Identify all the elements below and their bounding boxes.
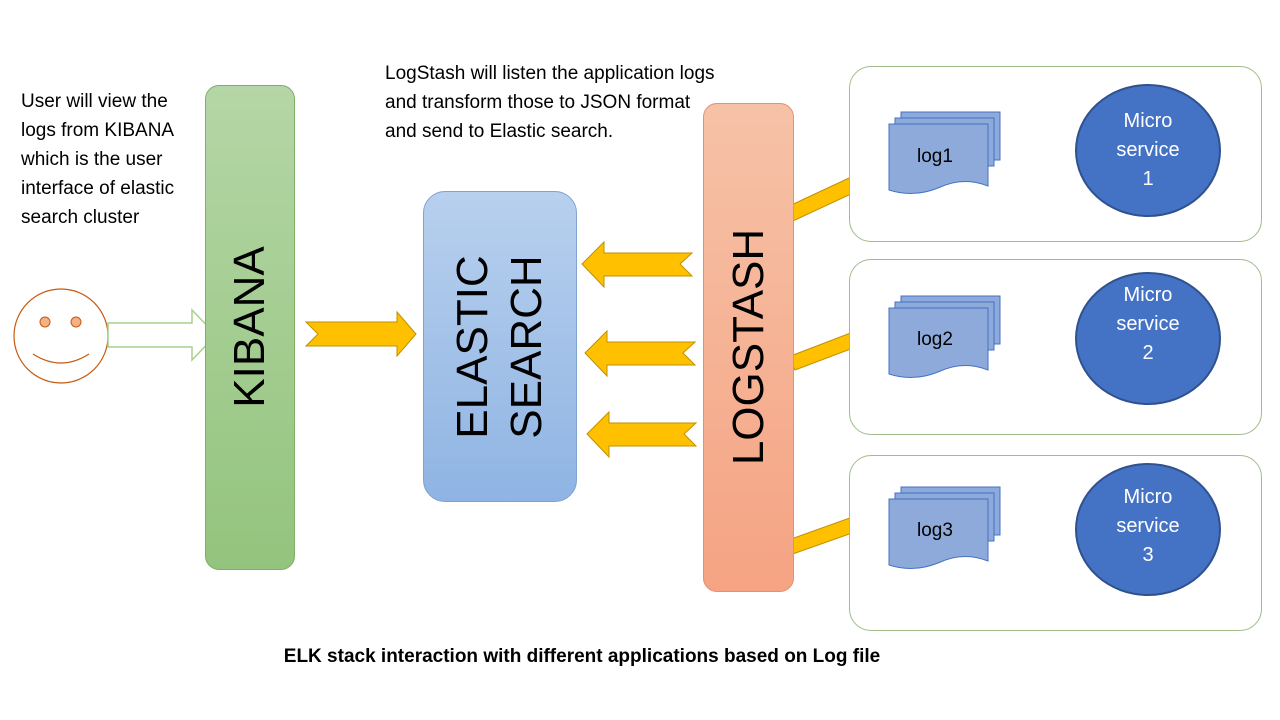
microservice-2-line1: Micro <box>1123 284 1173 306</box>
microservice-2-line3: 2 <box>1142 342 1154 364</box>
log1-file-icon <box>888 111 1001 194</box>
microservice-3-node <box>1075 463 1221 596</box>
logstash-to-elastic-arrow-3 <box>586 410 698 459</box>
microservice-1-line3: 1 <box>1142 168 1154 190</box>
log3-file-icon <box>888 486 1001 569</box>
microservice-2-label: Micro service 2 <box>1075 281 1221 368</box>
microservice-1-line2: service <box>1116 139 1180 161</box>
logstash-box <box>703 103 794 592</box>
microservice-1-line1: Micro <box>1123 110 1173 132</box>
log1-label: log1 <box>917 146 953 167</box>
log2-file-icon <box>888 295 1001 378</box>
microservice-3-line1: Micro <box>1123 486 1173 508</box>
logstash-to-elastic-arrow-1 <box>581 240 694 289</box>
microservice-2-line2: service <box>1116 313 1180 335</box>
kibana-box <box>205 85 295 570</box>
kibana-to-elastic-arrow <box>304 310 417 358</box>
log3-label: log3 <box>917 520 953 541</box>
user-note: User will view the logs from KIBANA whic… <box>21 91 175 228</box>
diagram-caption: ELK stack interaction with different app… <box>283 646 881 667</box>
log2-label: log2 <box>917 329 953 350</box>
elastic-search-box <box>423 191 577 502</box>
microservice-3-label: Micro service 3 <box>1075 483 1221 570</box>
logstash-to-elastic-arrow-2 <box>584 329 697 378</box>
microservice-3-line2: service <box>1116 515 1180 537</box>
microservice-3-line3: 3 <box>1142 544 1154 566</box>
microservice-2-node <box>1075 272 1221 405</box>
logstash-note: LogStash will listen the application log… <box>385 63 715 142</box>
microservice-1-label: Micro service 1 <box>1075 107 1221 194</box>
microservice-1-node <box>1075 84 1221 217</box>
user-to-kibana-arrow <box>107 308 218 362</box>
